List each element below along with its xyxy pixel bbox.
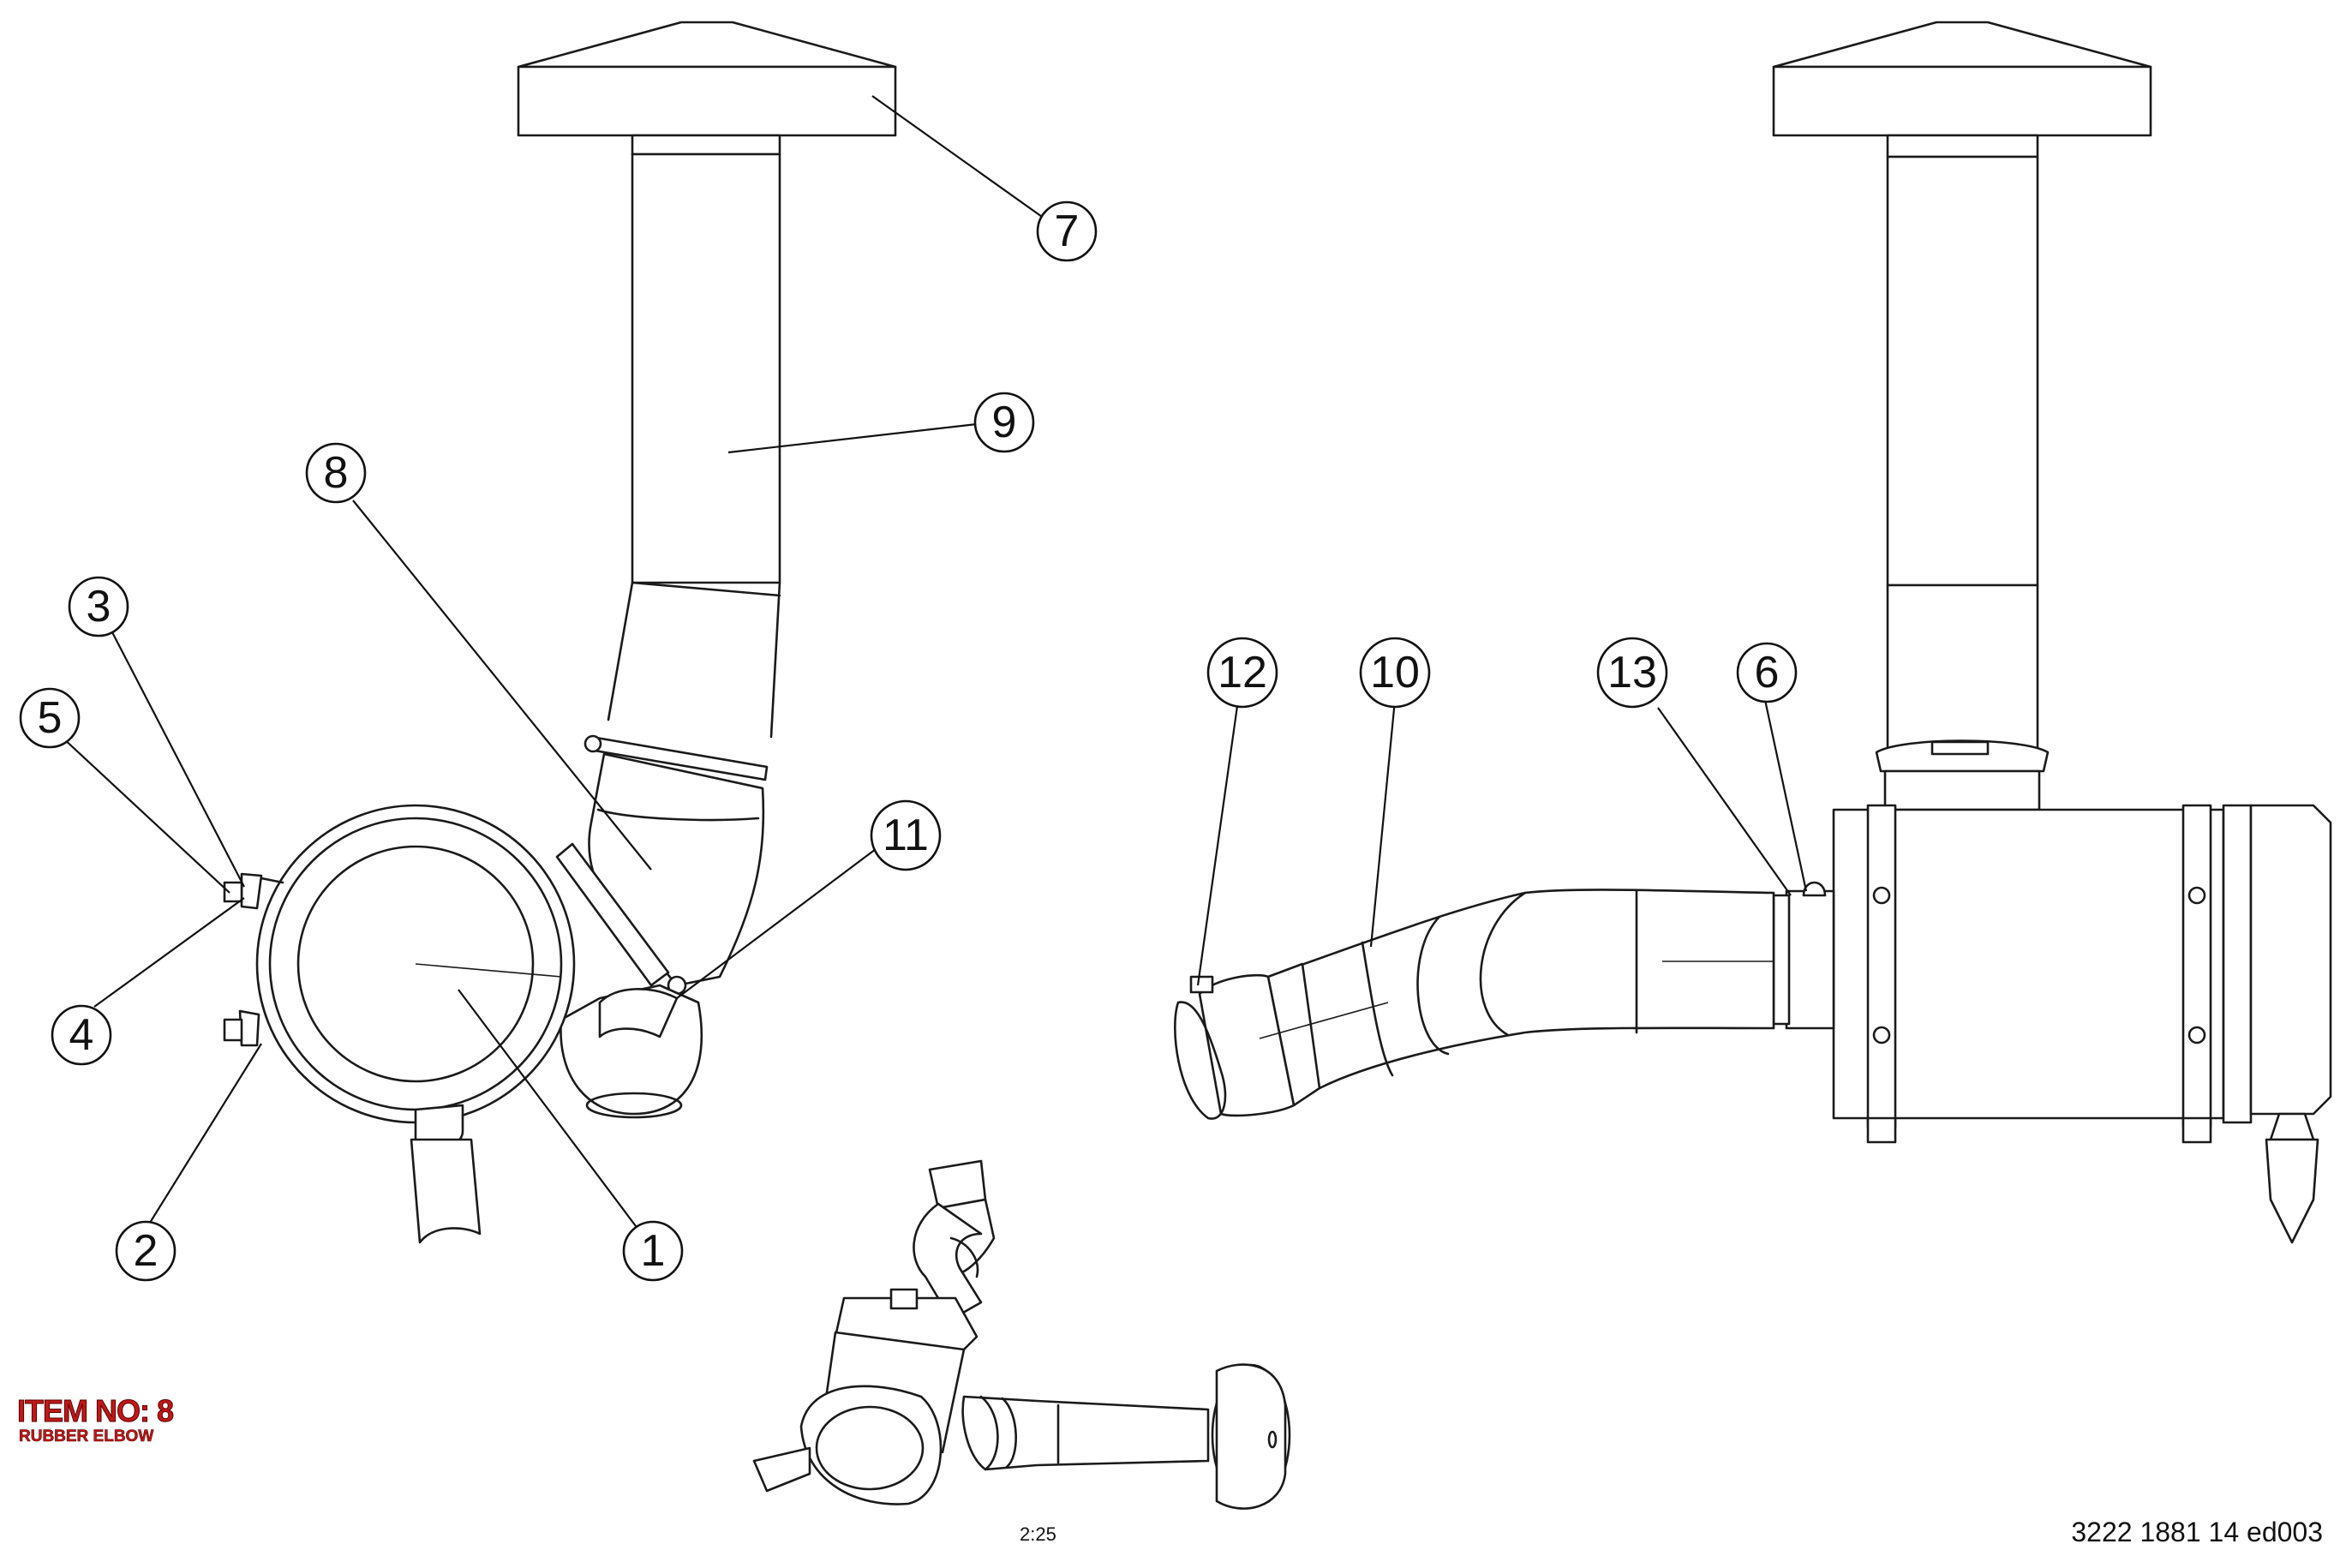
svg-text:12: 12 (1218, 648, 1267, 697)
filter-housing-right (1832, 804, 2332, 1244)
item-description: RUBBER ELBOW (19, 1427, 154, 1446)
callout-9: 9 (973, 392, 1035, 453)
svg-text:1: 1 (641, 1226, 666, 1276)
svg-text:9: 9 (992, 398, 1017, 447)
callout-8: 8 (305, 442, 367, 504)
leader-5 (61, 736, 230, 894)
callout-11: 11 (870, 799, 942, 871)
callout-1: 1 (622, 1220, 684, 1282)
leader-4 (93, 897, 245, 1008)
svg-text:3: 3 (87, 582, 111, 631)
left-view (61, 21, 1063, 1244)
housing-inlet-right (1772, 881, 1835, 1030)
housing-outlet-left (560, 984, 703, 1119)
document-number: 3222 1881 14 ed003 (2071, 1517, 2323, 1547)
item-number-title: ITEM NO: 8 (16, 1393, 174, 1429)
leader-3 (111, 630, 245, 888)
scale-label: 2:25 (1020, 1523, 1056, 1545)
svg-text:11: 11 (883, 811, 929, 860)
callout-12: 12 (1206, 637, 1278, 709)
callout-10: 10 (1359, 637, 1431, 709)
svg-text:8: 8 (324, 448, 349, 498)
svg-text:6: 6 (1755, 648, 1780, 697)
svg-text:10: 10 (1370, 648, 1420, 697)
callout-3: 3 (68, 576, 129, 637)
leader-6 (1763, 699, 1808, 892)
hose-clamp-left (584, 734, 769, 781)
leader-11 (676, 830, 901, 999)
leader-9 (727, 422, 978, 454)
leader-7 (871, 95, 1063, 232)
dust-valve-left (410, 1104, 482, 1244)
right-view (1174, 21, 2332, 1244)
callout-6: 6 (1736, 642, 1798, 703)
inlet-pipe-right (1875, 134, 2050, 811)
svg-text:13: 13 (1607, 648, 1657, 697)
callout-4: 4 (51, 1004, 112, 1066)
outlet-hose-right (1174, 889, 1775, 1120)
svg-text:5: 5 (38, 693, 63, 743)
isometric-view (752, 1159, 1291, 1510)
mounting-bracket-top (223, 872, 284, 910)
rubber-elbow-left (555, 752, 765, 996)
rain-cap-right (1772, 21, 2152, 137)
svg-text:2: 2 (134, 1226, 159, 1276)
callout-2: 2 (115, 1220, 177, 1282)
callout-5: 5 (19, 687, 81, 749)
mounting-bracket-bottom (223, 1009, 260, 1047)
leader-12 (1196, 699, 1240, 986)
rain-cap-left (517, 21, 897, 137)
callout-13: 13 (1596, 637, 1668, 709)
filter-housing-left (255, 804, 576, 1124)
leader-1 (458, 989, 639, 1230)
leader-13 (1657, 707, 1792, 896)
callout-7: 7 (1036, 200, 1098, 262)
inlet-pipe-left (607, 134, 781, 739)
leader-2 (145, 1043, 262, 1230)
leader-8 (352, 500, 652, 871)
svg-text:4: 4 (69, 1010, 94, 1060)
leader-10 (1369, 699, 1397, 948)
svg-text:7: 7 (1055, 206, 1080, 256)
